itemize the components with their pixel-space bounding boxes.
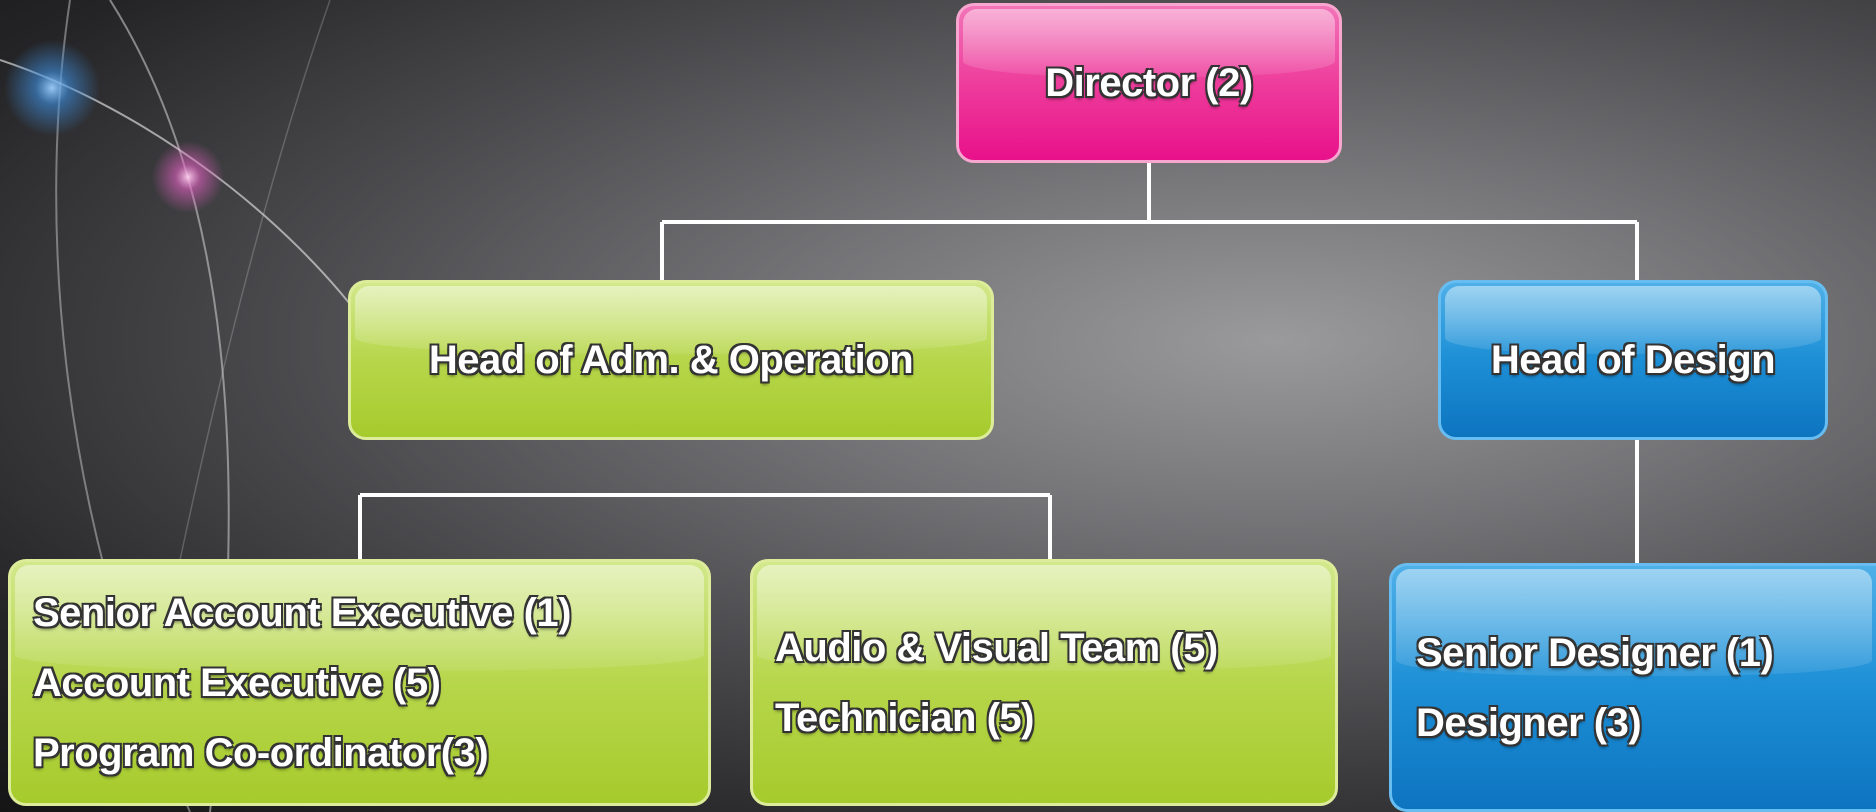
accounts-team-node: Senior Account Executive (1) Account Exe… <box>8 559 711 806</box>
role-account-executive: Account Executive (5) <box>33 660 441 705</box>
role-designer: Designer (3) <box>1416 700 1642 745</box>
design-team-node: Senior Designer (1) Designer (3) <box>1389 563 1876 812</box>
head-adm-operation-node: Head of Adm. & Operation <box>348 280 994 440</box>
director-label: Director (2) <box>1045 60 1253 105</box>
head-design-label: Head of Design <box>1490 337 1776 382</box>
role-senior-account-executive: Senior Account Executive (1) <box>33 590 572 635</box>
head-adm-operation-label: Head of Adm. & Operation <box>428 337 914 382</box>
head-design-node: Head of Design <box>1438 280 1828 440</box>
role-senior-designer: Senior Designer (1) <box>1416 630 1774 675</box>
audio-visual-team-node: Audio & Visual Team (5) Technician (5) <box>750 559 1338 806</box>
role-program-coordinator: Program Co-ordinator(3) <box>33 730 489 775</box>
director-node: Director (2) <box>956 3 1342 163</box>
role-audio-visual-team: Audio & Visual Team (5) <box>775 625 1218 670</box>
role-technician: Technician (5) <box>775 695 1034 740</box>
